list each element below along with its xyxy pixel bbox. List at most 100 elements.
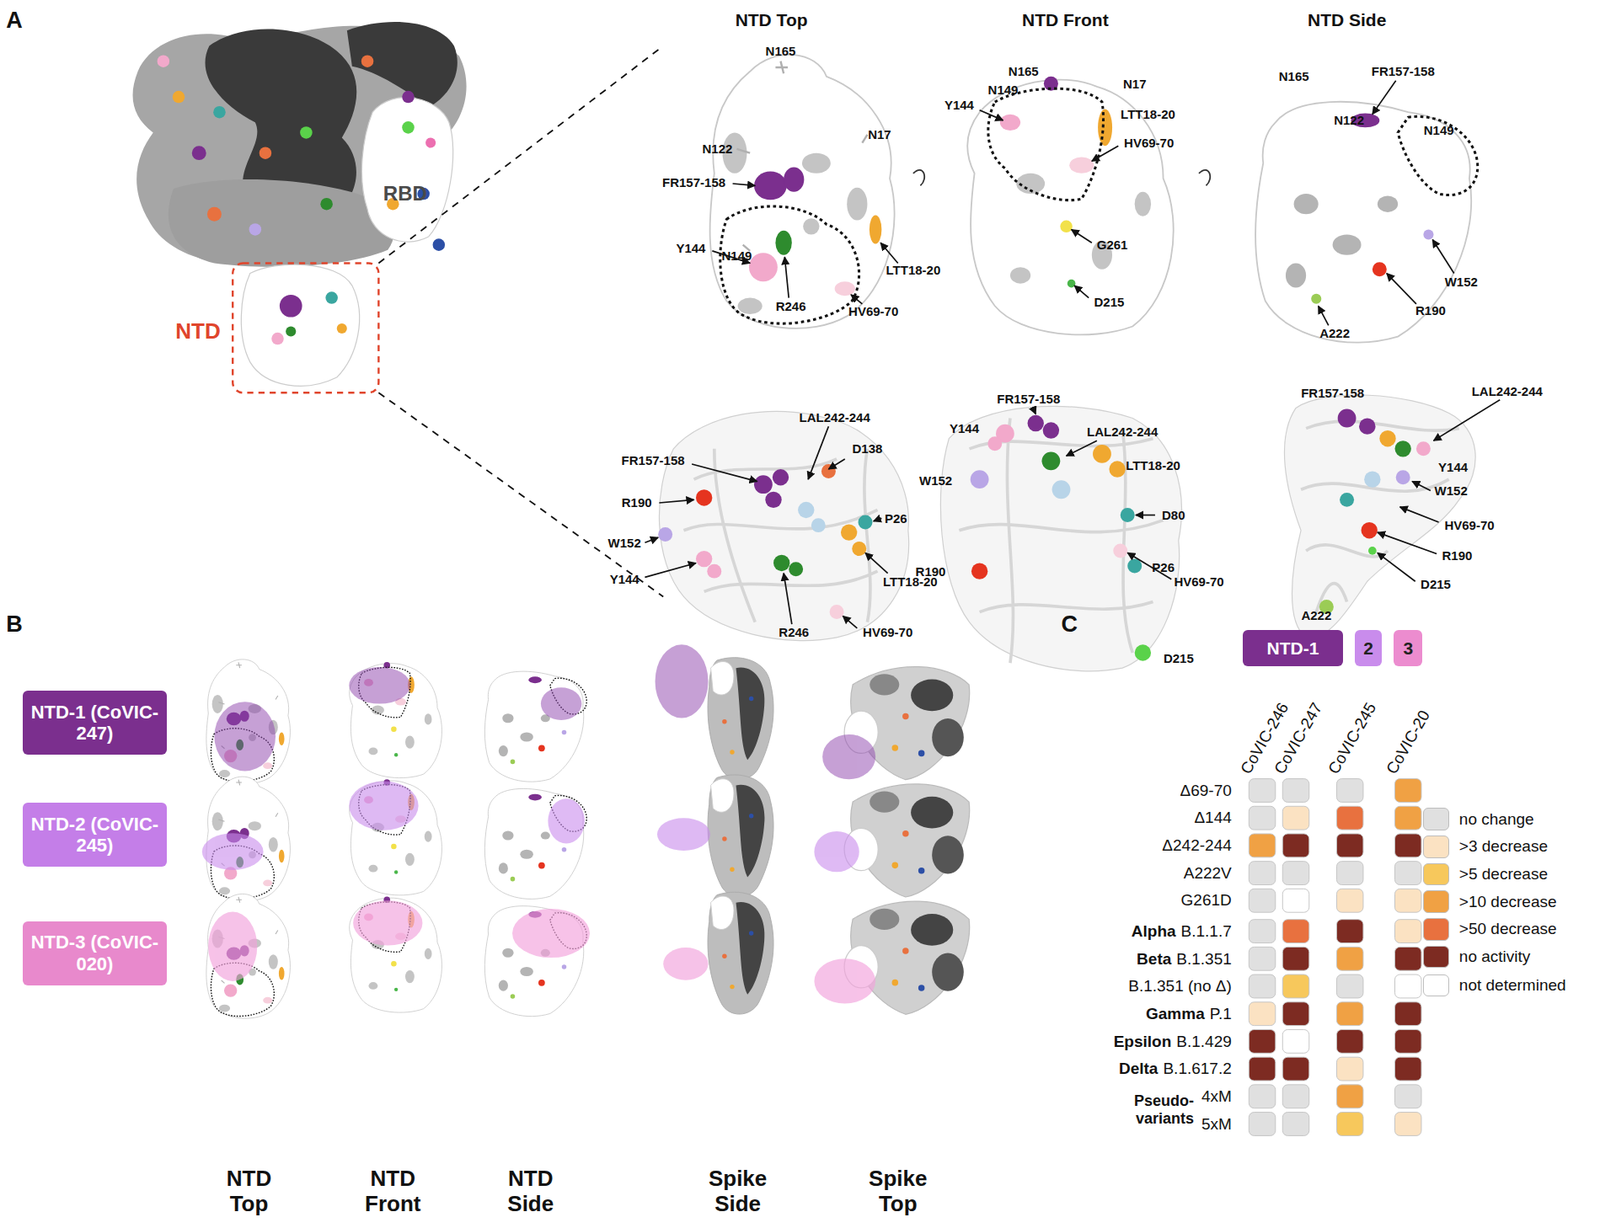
panel-label: NTD <box>175 319 220 345</box>
residue-sphere <box>361 54 375 68</box>
shape <box>958 417 1163 664</box>
shape <box>214 701 276 771</box>
residue-sphere <box>279 294 303 318</box>
residue-sphere <box>987 436 1002 451</box>
leader-arrow <box>828 459 845 470</box>
residue-sphere <box>271 332 284 346</box>
text-label: D138 <box>852 441 883 456</box>
panel-label: RBD <box>383 181 428 206</box>
text-label: LAL242-244 <box>1086 424 1158 439</box>
shape <box>844 784 970 898</box>
heatmap-cell <box>1394 1057 1421 1081</box>
shape <box>1300 421 1460 613</box>
leader-arrow <box>1372 80 1397 115</box>
shape <box>208 900 876 1004</box>
text-label: HV69-70 <box>1173 574 1224 589</box>
column-header: CoVIC-245 <box>1324 700 1381 778</box>
text-label: W152 <box>1434 483 1468 498</box>
panel-label: B <box>5 611 23 638</box>
heatmap-cell <box>1248 920 1275 944</box>
heatmap-cell <box>1394 1029 1421 1054</box>
heatmap-cell <box>1248 974 1275 999</box>
heatmap-cell <box>1336 1085 1363 1109</box>
heatmap-cell <box>1394 888 1421 913</box>
leader-arrow <box>865 552 889 573</box>
text-label: N149 <box>721 248 752 263</box>
leader-arrow <box>808 426 829 480</box>
residue-sphere <box>1339 492 1354 508</box>
box-text: 2 <box>1363 638 1374 659</box>
residue-sphere <box>1092 444 1112 464</box>
residue-sphere <box>207 207 222 222</box>
residue-sphere <box>1394 440 1411 457</box>
heatmap-cell <box>1282 1057 1309 1081</box>
text-label: B.1.429 <box>1176 1032 1232 1052</box>
residue-sphere <box>1113 543 1128 558</box>
heatmap-cell <box>1282 834 1309 858</box>
text-label: Y144 <box>675 240 706 256</box>
residue-sphere <box>1134 644 1151 661</box>
shape <box>822 734 876 780</box>
leader-arrow <box>644 562 696 578</box>
heatmap-cell <box>1248 888 1275 913</box>
decorations <box>157 54 1501 1136</box>
shape <box>940 406 1182 671</box>
leader-arrow <box>1386 273 1417 305</box>
text-label: W152 <box>1444 274 1478 289</box>
shape <box>484 788 587 899</box>
leader-arrow <box>873 518 883 522</box>
leader-arrow <box>1400 507 1440 523</box>
heatmap-cell <box>1336 1002 1363 1027</box>
text-label: N122 <box>701 141 733 156</box>
residue-sphere <box>249 223 263 236</box>
text-label: W152 <box>919 473 953 488</box>
label-box: 2 <box>1354 630 1381 666</box>
shape <box>710 54 895 329</box>
heatmap-cell <box>1394 947 1421 971</box>
leader-arrow <box>1074 285 1089 299</box>
residue-sphere <box>1416 441 1431 456</box>
residue-sphere <box>1120 508 1135 523</box>
text-label: Gamma <box>1145 1005 1205 1024</box>
leader-arrow <box>644 537 659 543</box>
spike-trimer <box>133 21 664 597</box>
text-label: B.1.617.2 <box>1162 1059 1231 1079</box>
shape <box>348 781 418 831</box>
shape <box>683 449 878 623</box>
legend-swatch <box>1423 835 1449 859</box>
legend-swatch <box>1423 808 1449 831</box>
shape <box>214 644 876 780</box>
text-label: B.1.351 <box>1176 950 1232 969</box>
text-label: Y144 <box>949 421 980 436</box>
label-box: NTD-3 (CoVIC-020) <box>22 921 168 986</box>
heatmap-cell <box>1248 779 1275 803</box>
heatmap-cell <box>1394 779 1421 803</box>
heatmap-cell <box>1336 779 1363 803</box>
residue-sphere <box>337 323 348 334</box>
residue-sphere <box>772 469 789 486</box>
text-label: LTT18-20 <box>886 262 942 278</box>
residue-sphere <box>765 492 782 509</box>
text-label: N165 <box>1278 69 1310 84</box>
shape <box>657 818 711 851</box>
text-label: P26 <box>1151 560 1175 575</box>
residue-sphere <box>1108 460 1125 477</box>
leader-arrow <box>691 464 758 482</box>
shape <box>1255 101 1478 343</box>
residue-sphere <box>320 197 333 211</box>
shape <box>361 97 453 242</box>
heatmap-cell <box>1248 861 1275 886</box>
shape <box>353 900 423 946</box>
residue-sphere <box>299 126 313 140</box>
text-label: R190 <box>1442 548 1473 563</box>
legend-text: >5 decrease <box>1459 865 1548 884</box>
text-label: D215 <box>1094 294 1125 310</box>
text-label: A222 <box>1300 608 1332 623</box>
panel-label: NTD Side <box>490 1166 571 1218</box>
heatmap-cell <box>1282 1002 1309 1027</box>
text-label: FR157-158 <box>1371 64 1435 79</box>
residue-sphere <box>811 518 826 533</box>
text-label: D215 <box>1420 577 1451 592</box>
